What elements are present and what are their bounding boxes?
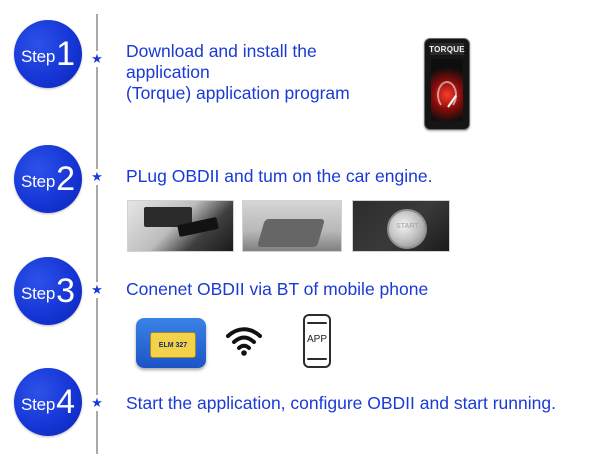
step-3-line-1: Conenet OBDII via BT of mobile phone xyxy=(126,279,429,299)
timeline-star-icon: ★ xyxy=(89,51,105,67)
dashboard-panel-shape xyxy=(144,207,192,227)
pedal-photo xyxy=(242,200,342,252)
engine-start-label: START xyxy=(396,223,419,230)
step-2-line-1: PLug OBDII and tum on the car engine. xyxy=(126,166,433,186)
step-1-badge: Step 1 xyxy=(14,20,82,88)
step-number: 2 xyxy=(56,160,76,198)
timeline-line xyxy=(96,14,98,454)
step-4-text: Start the application, configure OBDII a… xyxy=(126,393,556,414)
engine-start-button-icon: START xyxy=(387,209,427,249)
step-3-text: Conenet OBDII via BT of mobile phone xyxy=(126,279,428,300)
step-1-line-1: Download and install the xyxy=(126,41,317,61)
timeline-star-icon: ★ xyxy=(89,395,105,411)
step-number: 1 xyxy=(56,35,76,73)
engine-start-button-photo: START xyxy=(352,200,450,252)
phone-app-icon: APP xyxy=(303,314,331,368)
torque-screen xyxy=(431,59,463,121)
step-number: 3 xyxy=(56,272,76,310)
app-label: APP xyxy=(306,334,327,345)
pedal-shape xyxy=(256,219,326,247)
step-4-badge: Step 4 xyxy=(14,368,82,436)
step-2-text: PLug OBDII and tum on the car engine. xyxy=(126,166,432,187)
timeline-star-icon: ★ xyxy=(89,282,105,298)
step-number: 4 xyxy=(56,383,76,421)
step-word: Step xyxy=(20,172,56,191)
obd-port-photo xyxy=(127,200,234,252)
step-1-text: Download and install the application (To… xyxy=(126,41,350,104)
wifi-icon xyxy=(226,327,262,356)
phone-home-bar xyxy=(307,358,327,360)
step-2-badge: Step 2 xyxy=(14,145,82,213)
timeline-star-icon: ★ xyxy=(89,169,105,185)
step-word: Step xyxy=(20,284,56,303)
torque-brand: TORQUE xyxy=(429,43,465,55)
step-word: Step xyxy=(20,395,56,414)
step-3-badge: Step 3 xyxy=(14,257,82,325)
torque-phone-image: TORQUE xyxy=(424,38,470,130)
obd-adapter-image: ELM 327 xyxy=(136,318,206,368)
step-4-line-1: Start the application, configure OBDII a… xyxy=(126,393,556,413)
obd-adapter-label: ELM 327 xyxy=(150,332,196,358)
step-1-line-2: application xyxy=(126,62,210,82)
step-1-line-3: (Torque) application program xyxy=(126,83,350,103)
step-word: Step xyxy=(20,47,56,66)
phone-speaker-bar xyxy=(307,322,327,324)
